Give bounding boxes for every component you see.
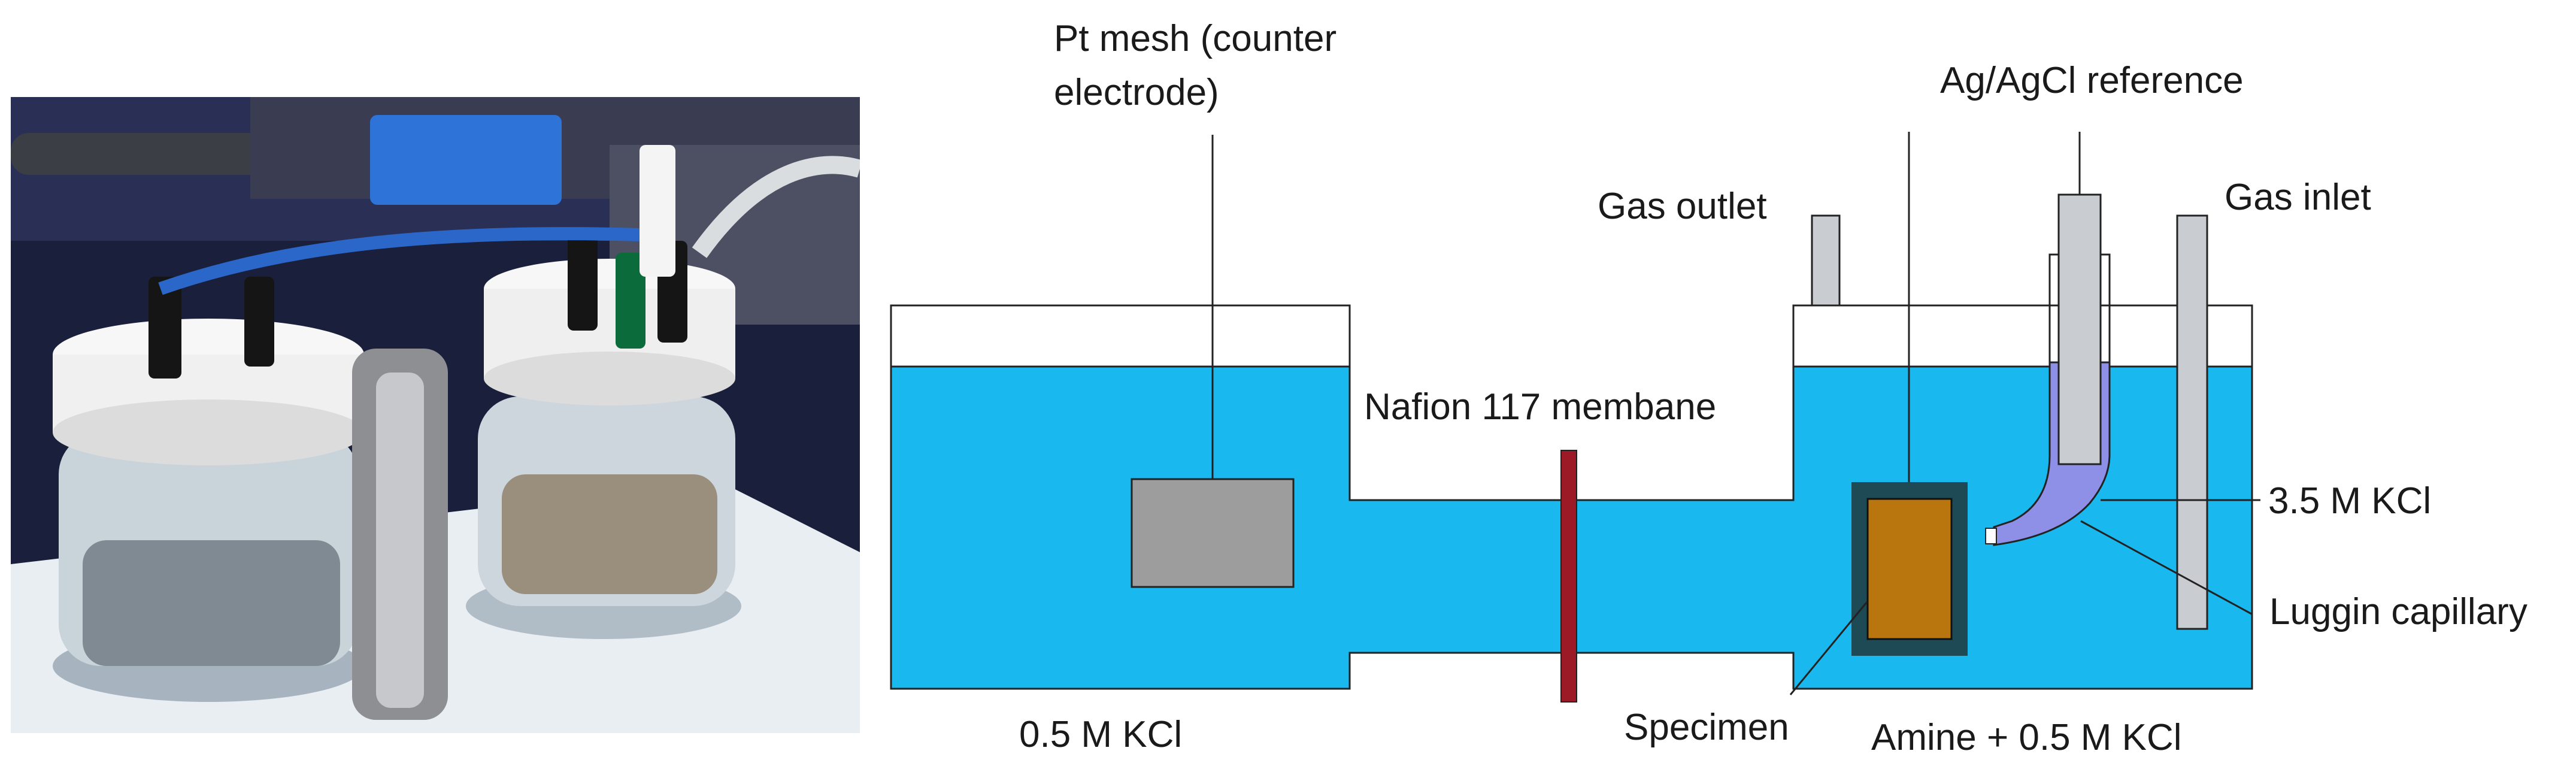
right-solution-label: Amine + 0.5 M KCl [1871, 717, 2182, 758]
kcl-3-5-label: 3.5 M KCl [2268, 480, 2431, 522]
specimen [1866, 498, 1953, 640]
left-headspace [890, 304, 1351, 368]
nafion-label: Nafion 117 membane [1364, 386, 1716, 428]
gas-outlet-tube [1811, 214, 1841, 307]
pt-mesh-label-line2: electrode) [1054, 72, 1219, 113]
pt-mesh-electrode [1131, 478, 1295, 588]
gas-outlet-label: Gas outlet [1598, 186, 1767, 227]
pt-mesh-label-line1: Pt mesh (counter [1054, 18, 1337, 59]
gas-inlet-tube [2176, 214, 2208, 630]
nafion-membrane [1560, 450, 1577, 703]
ag-reference-label: Ag/AgCl reference [1940, 60, 2244, 101]
gas-inlet-label: Gas inlet [2225, 177, 2371, 218]
luggin-label: Luggin capillary [2269, 591, 2527, 632]
cell-photograph [11, 97, 860, 733]
left-solution-label: 0.5 M KCl [1019, 714, 1182, 755]
specimen-label: Specimen [1624, 707, 1789, 748]
reference-electrode [2057, 193, 2102, 465]
right-headspace [1792, 304, 2253, 368]
